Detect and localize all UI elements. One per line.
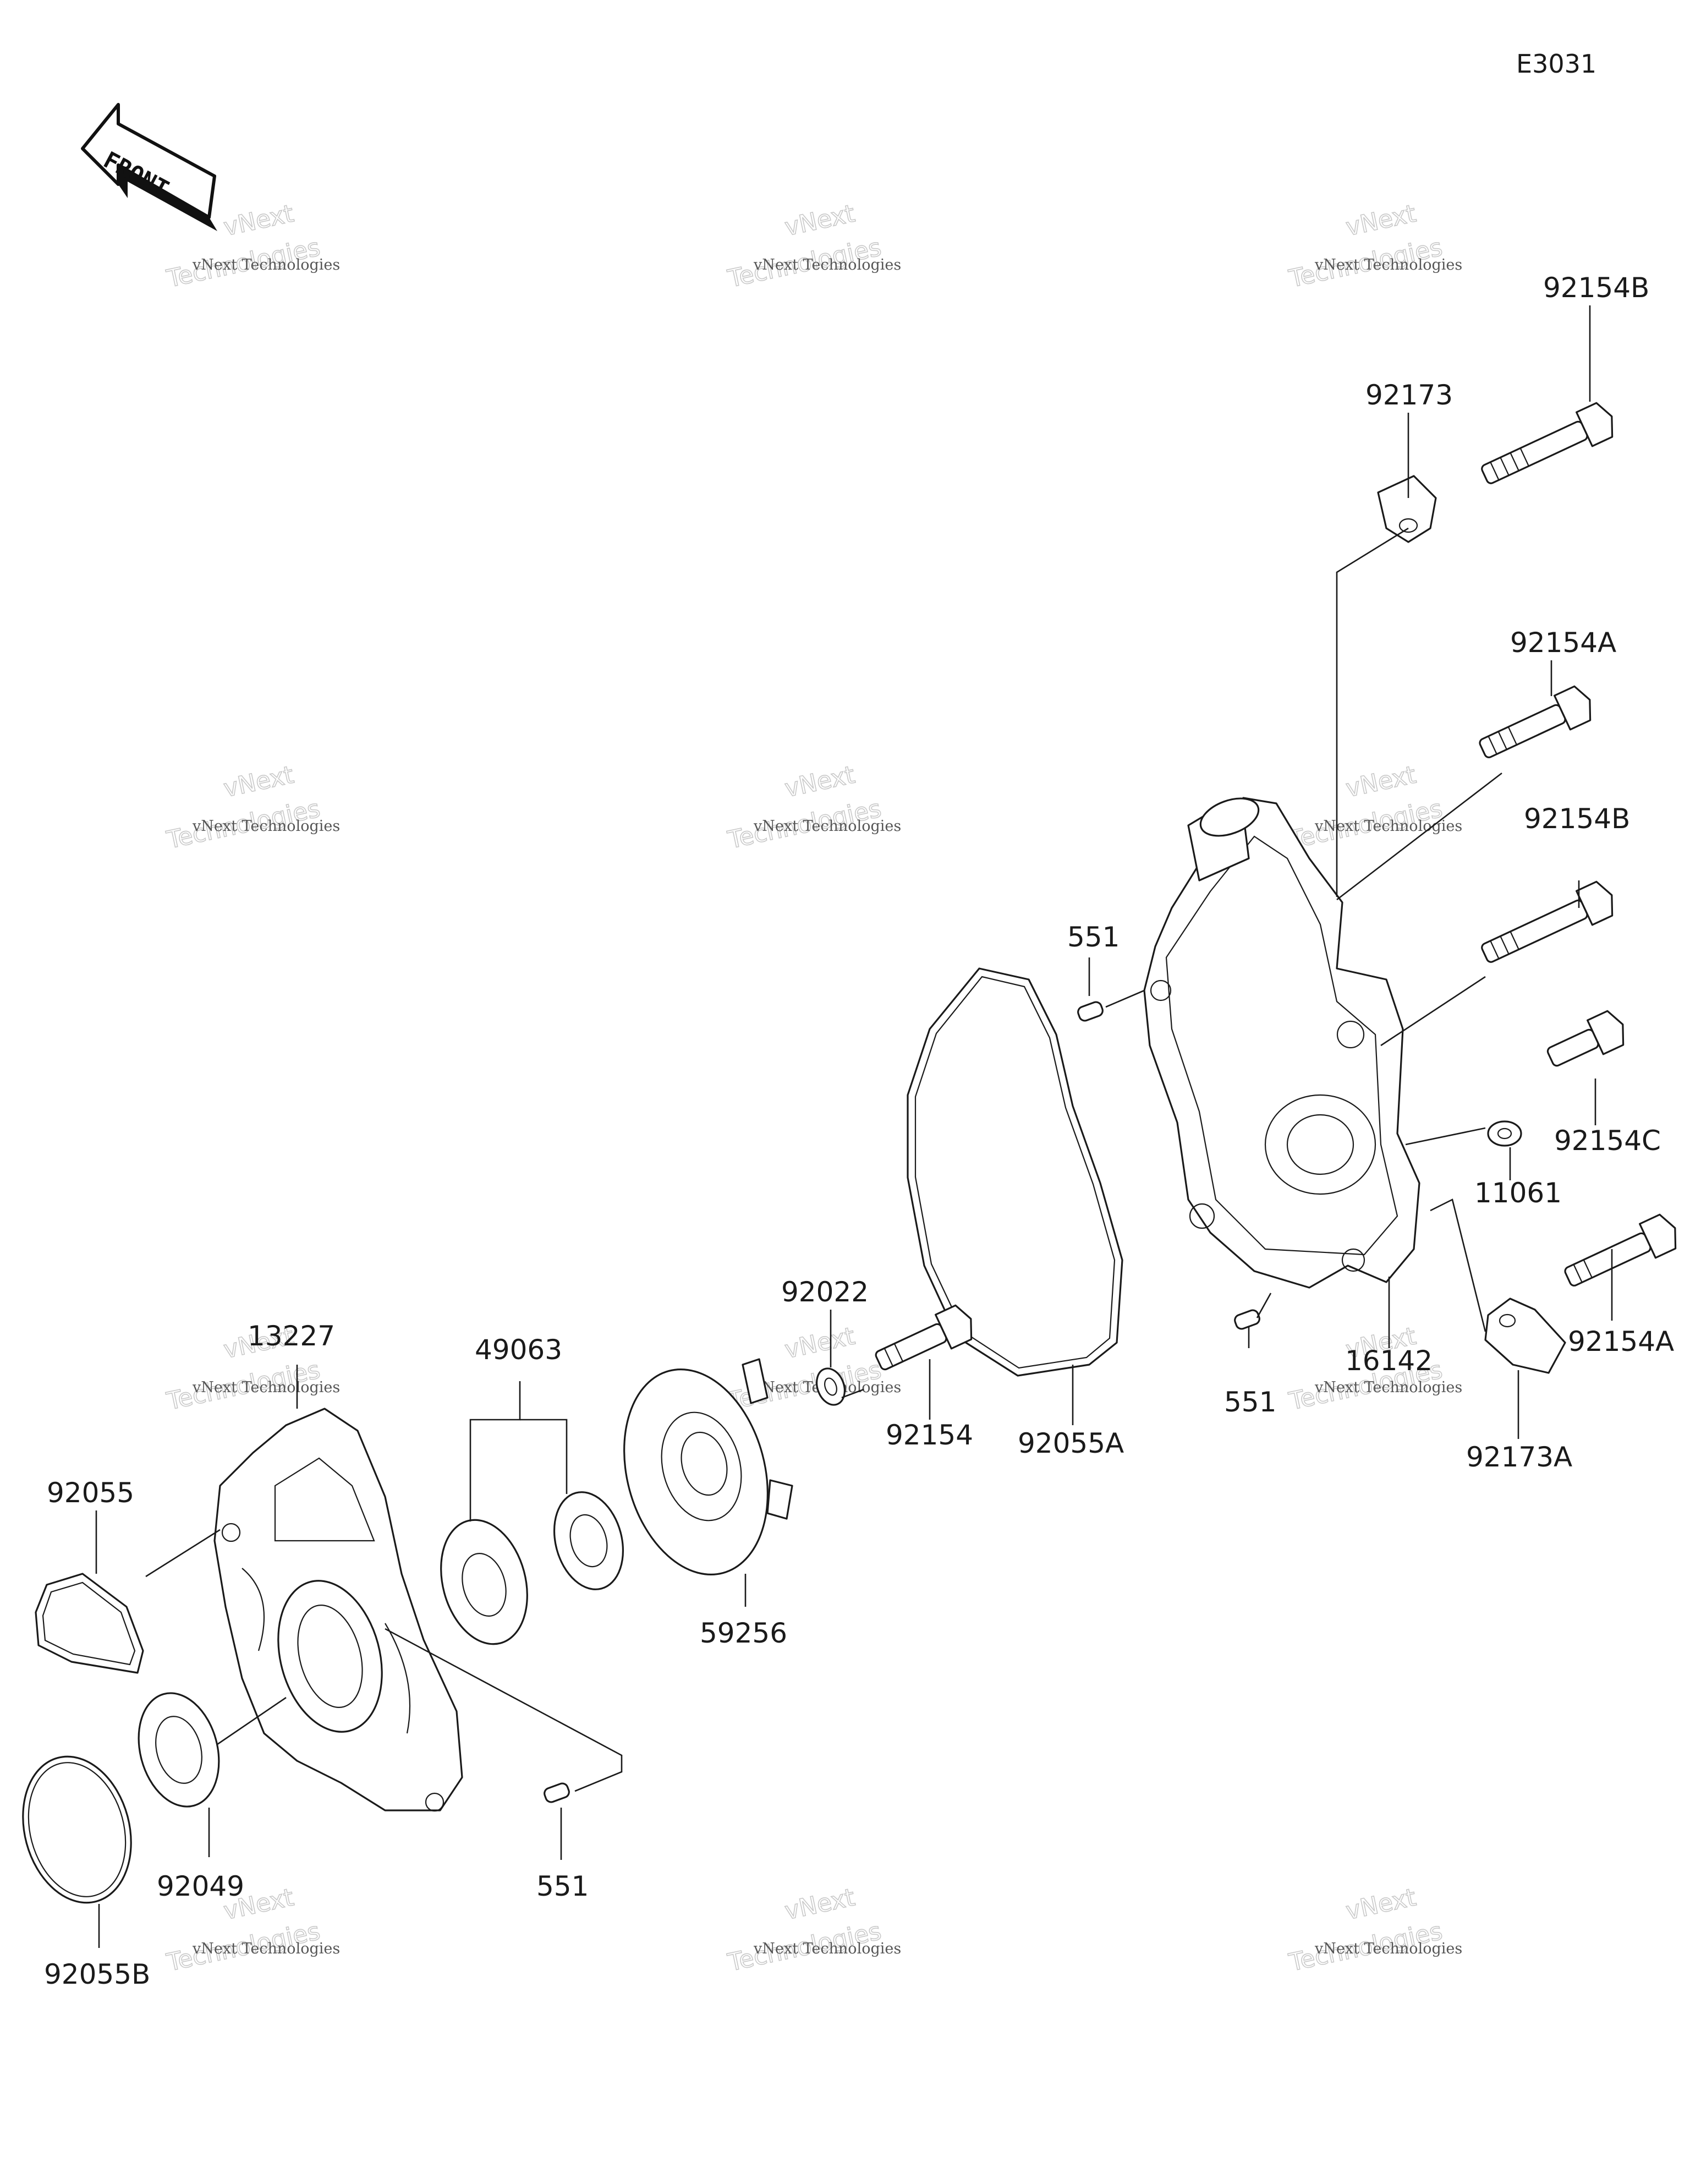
label-92154C: 92154C (1554, 1125, 1661, 1157)
svg-text:vNext Technologies: vNext Technologies (753, 1940, 901, 1957)
bracket-92173 (1377, 475, 1437, 543)
dowel-pin-551-middle (1234, 1309, 1260, 1330)
bracket-92173A (1484, 1298, 1566, 1374)
svg-text:vNext Technologies: vNext Technologies (753, 818, 901, 835)
svg-text:vNext Technologies: vNext Technologies (1314, 256, 1462, 273)
label-92055: 92055 (47, 1477, 134, 1509)
bolt-92154 (875, 1304, 973, 1371)
oil-seal-92049 (138, 1692, 220, 1808)
o-ring-92055 (35, 1573, 144, 1674)
label-92022: 92022 (781, 1276, 869, 1308)
o-ring-92055A (907, 967, 1123, 1377)
label-59256: 59256 (700, 1617, 787, 1649)
svg-text:vNext: vNext (782, 1322, 857, 1365)
bolt-92154C (1546, 1010, 1625, 1067)
water-pump-cover-16142 (1143, 797, 1420, 1289)
label-16142: 16142 (1345, 1345, 1433, 1377)
dowel-pin-551-top (1077, 1001, 1104, 1022)
label-92055B: 92055B (44, 1958, 150, 1990)
svg-text:vNext: vNext (1343, 761, 1418, 803)
label-11061: 11061 (1474, 1177, 1562, 1209)
diagram-code: E3031 (1516, 49, 1596, 79)
svg-text:vNext Technologies: vNext Technologies (1314, 818, 1462, 835)
seal-49063-large (440, 1519, 528, 1645)
seal-49063-small (553, 1491, 624, 1590)
label-92154A-bottom: 92154A (1568, 1326, 1674, 1358)
svg-text:vNext: vNext (782, 761, 857, 803)
svg-text:vNext: vNext (221, 761, 296, 803)
svg-text:vNext Technologies: vNext Technologies (1314, 1379, 1462, 1396)
label-92154: 92154 (886, 1419, 973, 1451)
bolt-92154A-lower (1564, 1213, 1677, 1287)
label-13227: 13227 (248, 1320, 335, 1352)
bolt-92154B-top (1481, 402, 1614, 484)
svg-text:vNext Technologies: vNext Technologies (192, 1940, 340, 1957)
svg-text:vNext: vNext (221, 200, 296, 242)
part-number-labels: 92154B 92173 92154A 92154B 551 92154C 11… (44, 272, 1674, 1990)
o-ring-92055B (22, 1755, 132, 1904)
dowel-pin-551-bottom (544, 1782, 570, 1803)
label-92154A-top: 92154A (1510, 627, 1616, 659)
leader-lines (95, 305, 1613, 1948)
label-551-bottom: 551 (536, 1870, 589, 1902)
svg-text:vNext: vNext (1343, 200, 1418, 242)
svg-text:vNext Technologies: vNext Technologies (192, 256, 340, 273)
washer-11061 (1487, 1120, 1522, 1147)
bolt-92154B-middle (1481, 880, 1614, 963)
svg-text:vNext: vNext (782, 200, 857, 242)
svg-text:vNext: vNext (782, 1884, 857, 1926)
label-92173A: 92173A (1466, 1441, 1572, 1473)
label-551-top: 551 (1067, 921, 1120, 953)
label-551-middle: 551 (1224, 1386, 1276, 1418)
label-92154B-middle: 92154B (1524, 803, 1630, 835)
label-92055A: 92055A (1018, 1427, 1124, 1459)
bolt-92154A-upper (1479, 685, 1592, 758)
front-arrow-icon: FRONT (81, 103, 217, 231)
svg-text:vNext Technologies: vNext Technologies (192, 818, 340, 835)
impeller-59256 (623, 1358, 793, 1575)
washer-92022 (816, 1367, 846, 1406)
label-92049: 92049 (157, 1870, 244, 1902)
label-92173: 92173 (1365, 379, 1453, 411)
water-pump-housing-13227 (213, 1408, 463, 1812)
svg-text:vNext Technologies: vNext Technologies (1314, 1940, 1462, 1957)
svg-text:vNext Technologies: vNext Technologies (192, 1379, 340, 1396)
svg-text:vNext Technologies: vNext Technologies (753, 256, 901, 273)
label-49063: 49063 (475, 1334, 562, 1366)
svg-text:vNext: vNext (1343, 1884, 1418, 1926)
label-92154B-top: 92154B (1543, 272, 1649, 304)
